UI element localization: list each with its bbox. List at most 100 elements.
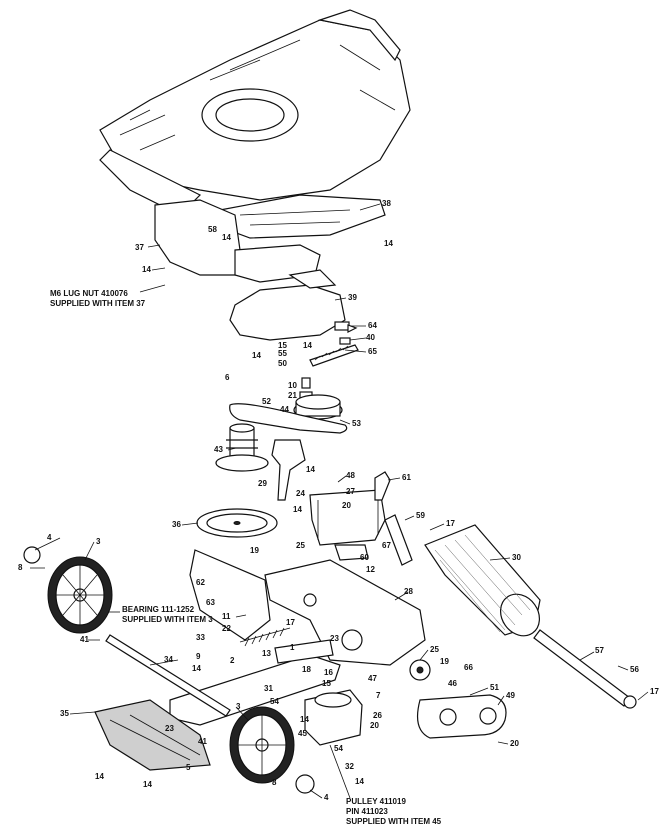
callout-23: 23	[330, 634, 339, 643]
lug-nut-note-line2: SUPPLIED WITH ITEM 37	[50, 299, 146, 308]
callout-44: 44	[280, 405, 289, 414]
callout-4: 4	[324, 793, 329, 802]
callout-38: 38	[382, 199, 391, 208]
callout-55: 55	[278, 349, 287, 358]
callout-2: 2	[230, 656, 235, 665]
part-3-rear-wheel-right	[229, 706, 295, 784]
callout-3: 3	[96, 537, 101, 546]
callout-57: 57	[595, 646, 604, 655]
callout-22: 22	[222, 624, 231, 633]
callout-17: 17	[446, 519, 455, 528]
callout-6: 6	[225, 373, 230, 382]
callout-29: 29	[258, 479, 267, 488]
callout-5: 5	[186, 763, 191, 772]
callout-14: 14	[300, 715, 309, 724]
callout-13: 13	[262, 649, 271, 658]
part-49-drive-chain	[417, 694, 507, 739]
pulley-note-line2: PIN 411023	[346, 807, 388, 816]
part-37-deck-housing	[154, 199, 321, 283]
callout-60: 60	[360, 553, 369, 562]
blade-adapter-stack	[229, 377, 348, 434]
callout-8: 8	[272, 778, 277, 787]
callout-33: 33	[196, 633, 205, 642]
callout-17: 17	[650, 687, 659, 696]
callout-34: 34	[164, 655, 173, 664]
callout-20: 20	[342, 501, 351, 510]
part-26-gearbox	[304, 689, 363, 746]
callout-36: 36	[172, 520, 181, 529]
callout-53: 53	[352, 419, 361, 428]
callout-8: 8	[18, 563, 23, 572]
callout-43: 43	[214, 445, 223, 454]
callout-31: 31	[264, 684, 273, 693]
callout-14: 14	[95, 772, 104, 781]
part-38-deck-plate	[214, 194, 386, 239]
callout-7: 7	[376, 691, 381, 700]
pulley-note-line3: SUPPLIED WITH ITEM 45	[346, 817, 442, 826]
callout-49: 49	[506, 691, 515, 700]
part-46-sprocket	[409, 659, 431, 681]
part-39-baffle	[229, 269, 346, 341]
callout-62: 62	[196, 578, 205, 587]
callout-59: 59	[416, 511, 425, 520]
callout-4: 4	[47, 533, 52, 542]
callout-48: 48	[346, 471, 355, 480]
callout-20: 20	[370, 721, 379, 730]
callout-14: 14	[252, 351, 261, 360]
callout-14: 14	[222, 233, 231, 242]
callout-15: 15	[278, 341, 287, 350]
callout-41: 41	[198, 737, 207, 746]
callout-54: 54	[270, 697, 279, 706]
part-14-bracket	[271, 439, 306, 501]
part-30-roller	[424, 524, 541, 637]
callout-14: 14	[142, 265, 151, 274]
callout-23: 23	[165, 724, 174, 733]
callout-58: 58	[208, 225, 217, 234]
callout-32: 32	[345, 762, 354, 771]
part-13-plate	[274, 639, 334, 664]
callout-51: 51	[490, 683, 499, 692]
part-4-hubcap-top	[23, 546, 41, 564]
callout-11: 11	[222, 612, 231, 621]
part-43-spindle	[215, 423, 269, 472]
callout-52: 52	[262, 397, 271, 406]
part-35-side-housing	[94, 699, 211, 771]
callout-30: 30	[512, 553, 521, 562]
callout-14: 14	[293, 505, 302, 514]
part-61-handle-grip	[374, 471, 391, 501]
callout-45: 45	[298, 729, 307, 738]
callout-leader-lines	[30, 203, 649, 799]
callout-40: 40	[366, 333, 375, 342]
callout-19: 19	[250, 546, 259, 555]
callout-labels: 38 58 14 37 14 14 39 64 40 15 14 55 65 1…	[18, 199, 659, 802]
part-notes: M6 LUG NUT 410076 SUPPLIED WITH ITEM 37 …	[50, 284, 442, 826]
bearing-note-line1: BEARING 111-1252	[122, 605, 195, 614]
callout-14: 14	[355, 777, 364, 786]
callout-14: 14	[306, 465, 315, 474]
callout-65: 65	[368, 347, 377, 356]
part-57-roller-axle	[533, 629, 637, 709]
mower-hood-shroud	[99, 9, 411, 216]
callout-28: 28	[404, 587, 413, 596]
callout-14: 14	[143, 780, 152, 789]
part-4-hubcap-bottom	[295, 774, 315, 794]
callout-61: 61	[402, 473, 411, 482]
bearing-note-line2: SUPPLIED WITH ITEM 3	[122, 615, 213, 624]
callout-12: 12	[366, 565, 375, 574]
callout-37: 37	[135, 243, 144, 252]
callout-47: 47	[368, 674, 377, 683]
callout-9: 9	[196, 652, 201, 661]
callout-16: 16	[324, 668, 333, 677]
callout-15: 15	[322, 679, 331, 688]
pulley-note-line1: PULLEY 411019	[346, 797, 406, 806]
callout-1: 1	[290, 643, 295, 652]
callout-56: 56	[630, 665, 639, 674]
callout-27: 27	[346, 487, 355, 496]
callout-21: 21	[288, 391, 297, 400]
callout-26: 26	[373, 711, 382, 720]
callout-14: 14	[303, 341, 312, 350]
part-27-frame-bracket	[309, 489, 386, 561]
part-59-rod	[384, 514, 413, 566]
part-34-axle-rod	[105, 634, 231, 717]
